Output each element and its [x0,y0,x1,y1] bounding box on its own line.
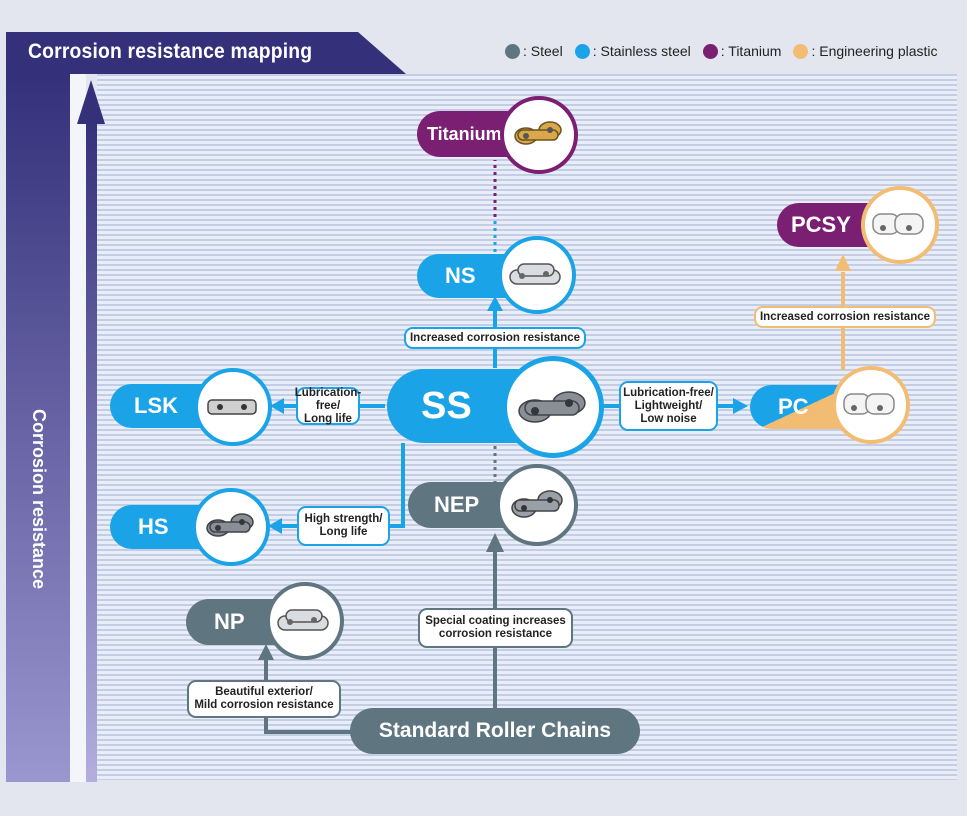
link-ss-hs [390,443,405,528]
title-banner-shape [6,32,406,74]
standard-roller-chains-label: Standard Roller Chains [378,719,612,742]
note-pc: Lubrication-free/ Lightweight/ Low noise [619,381,718,431]
nep-node-label: NEP [434,492,480,517]
legend-label-engineering-plastic: : Engineering plastic [811,43,938,59]
lsk-node-label: LSK [134,393,178,418]
np-node-label: NP [214,609,245,634]
pc-chain-icon [843,393,895,415]
legend-item-titanium: : Titanium [702,43,782,59]
ss-chain-icon [518,391,586,423]
nep-chain-image [496,464,578,546]
stainless-steel-dot-icon [574,43,590,59]
pcsy-node-label: PCSY [791,212,851,237]
titanium-chain-image [500,96,578,174]
lsk-chain-image [194,368,272,446]
note-nep: Special coating increases corrosion resi… [418,608,573,648]
ns-chain-image [498,236,576,314]
corrosion-axis-bar: Corrosion resistance [6,74,70,782]
pc-chain-image [832,366,910,444]
ns-node-label: NS [445,263,476,288]
lsk-chain-icon [207,399,257,415]
diagram-title: Corrosion resistance mapping [28,40,313,63]
note-increased-corrosion-pcsy: Increased corrosion resistance [754,306,936,328]
np-chain-image [266,582,344,660]
titanium-node-label: Titanium [427,123,502,144]
pcsy-chain-image [861,186,939,264]
legend-item-stainless-steel: : Stainless steel [574,43,691,59]
legend: : Steel : Stainless steel : Titanium : E… [505,43,950,59]
hs-chain-icon [206,513,254,537]
note-lsk: Lubrication-free/ Long life [294,386,362,425]
pcsy-chain-icon [872,213,924,235]
titanium-dot-icon [702,43,718,59]
steel-dot-icon [505,43,520,59]
note-increased-corrosion-ns: Increased corrosion resistance [404,327,586,349]
ss-node-label: SS [421,384,472,427]
standard-roller-chains-node[interactable]: Standard Roller Chains [350,708,640,754]
note-np: Beautiful exterior/ Mild corrosion resis… [187,680,341,718]
title-banner: Corrosion resistance mapping [6,32,406,74]
corrosion-axis-label: Corrosion resistance [29,409,49,590]
hs-node-label: HS [138,514,169,539]
legend-label-steel: : Steel [523,43,563,59]
axis-arrow-head-icon [77,80,105,124]
note-hs: High strength/ Long life [297,506,390,546]
hs-chain-image [192,488,270,566]
pc-node-label: PC [778,394,809,419]
legend-item-engineering-plastic: : Engineering plastic [793,43,938,59]
engineering-plastic-dot-icon [793,43,809,59]
legend-label-stainless-steel: : Stainless steel [592,43,691,59]
nep-chain-icon [511,490,563,518]
legend-label-titanium: : Titanium [720,43,782,59]
ss-chain-image [502,356,604,458]
titanium-chain-icon [514,121,562,145]
link-standard-np [264,652,352,734]
np-chain-icon [277,609,329,631]
ns-chain-icon [509,263,561,285]
axis-arrow-shaft [86,118,97,782]
legend-item-steel: : Steel [505,43,563,59]
